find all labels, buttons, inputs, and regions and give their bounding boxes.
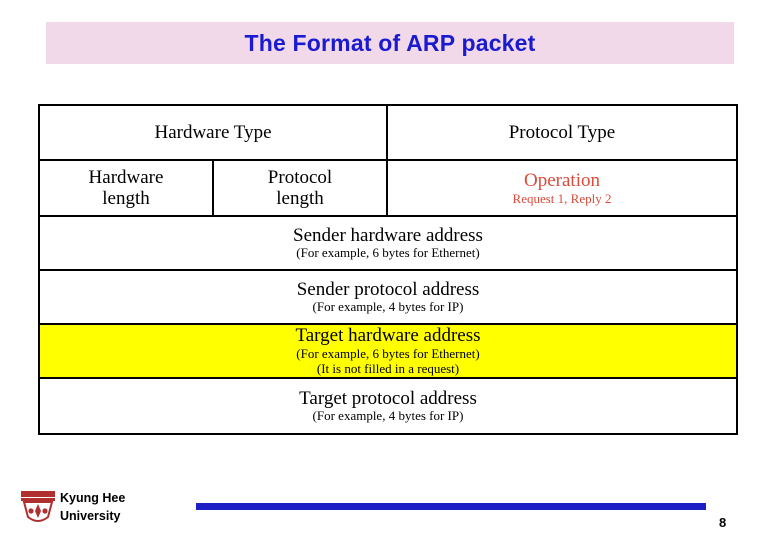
field-protocol-type: Protocol Type bbox=[508, 121, 616, 143]
field-hardware-type: Hardware Type bbox=[40, 106, 388, 159]
footer-divider-bar bbox=[196, 503, 706, 510]
packet-row: Sender hardware address (For example, 6 … bbox=[40, 217, 736, 271]
field-sender-protocol-address: Sender protocol address (For example, 4 … bbox=[296, 278, 480, 315]
packet-row: Target protocol address (For example, 4 … bbox=[40, 379, 736, 433]
field-sender-hardware-address: Sender hardware address (For example, 6 … bbox=[293, 224, 483, 261]
field-target-hardware-address: Target hardware address (For example, 6 … bbox=[295, 325, 481, 376]
packet-row: Hardware Type Protocol Type bbox=[40, 106, 736, 161]
packet-row: Hardware length Protocol length Operatio… bbox=[40, 161, 736, 217]
university-name-line1: Kyung Hee bbox=[60, 491, 126, 505]
arp-packet-diagram: Hardware Type Protocol Type Hardware len… bbox=[38, 104, 738, 435]
field-hardware-length: Hardware length bbox=[40, 161, 214, 215]
field-operation: Operation Request 1, Reply 2 bbox=[512, 169, 612, 206]
university-name-line2: University bbox=[60, 509, 121, 524]
page-title: The Format of ARP packet bbox=[244, 29, 536, 56]
university-crest-icon bbox=[21, 491, 55, 522]
page-number: 8 bbox=[719, 515, 727, 530]
university-name: Kyung Hee University bbox=[60, 489, 125, 525]
packet-row: Sender protocol address (For example, 4 … bbox=[40, 271, 736, 325]
slide-title-banner: The Format of ARP packet bbox=[46, 22, 734, 64]
packet-row-highlighted: Target hardware address (For example, 6 … bbox=[40, 325, 736, 379]
field-protocol-length: Protocol length bbox=[214, 161, 388, 215]
field-target-protocol-address: Target protocol address (For example, 4 … bbox=[299, 387, 477, 424]
